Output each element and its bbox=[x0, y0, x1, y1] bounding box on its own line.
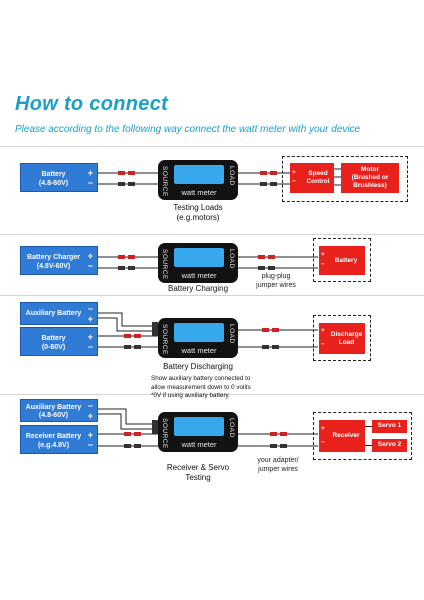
battery-load-box: Battery + − bbox=[319, 246, 365, 275]
servo-1-box: Servo 1 bbox=[372, 420, 407, 433]
servo-2-box: Servo 2 bbox=[372, 439, 407, 452]
speed-control-box: Speed Control + − bbox=[290, 163, 334, 193]
page-subtitle: Please according to the following way co… bbox=[15, 124, 361, 135]
divider bbox=[0, 146, 424, 147]
note-adapter: your adapter/ jumper wires bbox=[257, 457, 299, 473]
load-group bbox=[313, 315, 371, 361]
battery-charger-box: Battery Charger (4.8V-60V) + − bbox=[20, 246, 98, 275]
lcd-screen bbox=[174, 417, 224, 436]
load-group bbox=[282, 156, 408, 202]
watt-meter: SOURCE LOAD watt meter bbox=[158, 160, 238, 200]
lcd-screen bbox=[174, 165, 224, 184]
battery-box: Battery (0-60V) + − bbox=[20, 327, 98, 356]
watt-meter: SOURCE LOAD watt meter bbox=[158, 412, 238, 452]
servo-wire bbox=[365, 426, 372, 427]
lcd-screen bbox=[174, 248, 224, 267]
load-group bbox=[313, 412, 412, 460]
caption-battery-charging: Battery Charging bbox=[167, 284, 229, 293]
discharge-load-box: Discharge Load + − bbox=[319, 323, 365, 354]
divider bbox=[0, 234, 424, 235]
note-auxiliary: Show auxiliary battery connected to allo… bbox=[151, 375, 251, 399]
motor-box: Motor (Brushed or Brushless) bbox=[341, 163, 399, 193]
caption-testing-loads: Testing Loads (e.g.motors) bbox=[173, 203, 223, 222]
watt-meter: SOURCE LOAD watt meter bbox=[158, 243, 238, 283]
battery-box: Battery (4.8-60V) + − bbox=[20, 163, 98, 192]
caption-battery-discharging: Battery Discharging bbox=[163, 362, 233, 371]
receiver-box: Receiver + − bbox=[319, 420, 365, 452]
note-jumper: plug-plug jumper wires bbox=[256, 273, 296, 289]
divider bbox=[0, 394, 424, 395]
page-title: How to connect bbox=[15, 93, 169, 115]
divider bbox=[0, 295, 424, 296]
auxiliary-battery-box: Auxiliary Battery − + bbox=[20, 302, 98, 325]
caption-receiver-servo: Receiver & Servo Testing bbox=[166, 463, 230, 482]
receiver-battery-box: Receiver Battery (e.g.4.8V) + − bbox=[20, 425, 98, 454]
load-group bbox=[313, 238, 371, 282]
servo-wire bbox=[365, 445, 372, 446]
lcd-screen bbox=[174, 323, 224, 342]
minus-sign: − bbox=[87, 178, 93, 188]
watt-meter: SOURCE LOAD watt meter bbox=[158, 318, 238, 358]
plus-sign: + bbox=[87, 168, 93, 178]
auxiliary-battery-box: Auxiliary Battery (4.8-60V) − + bbox=[20, 399, 98, 422]
